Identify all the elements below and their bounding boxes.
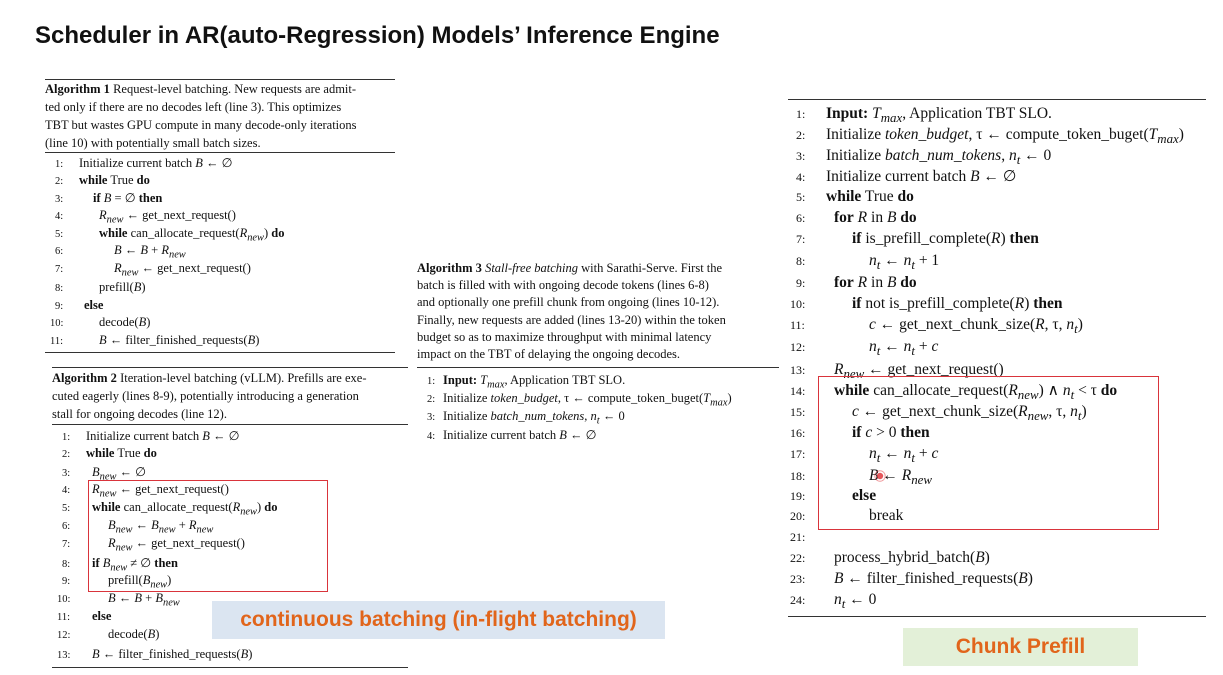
algo3-line: 1:Input: Tmax, Application TBT SLO. — [427, 373, 626, 391]
algo3-caption-line: Finally, new requests are added (lines 1… — [417, 312, 726, 327]
algo3-caption-line: budget so as to maximize throughput with… — [417, 329, 712, 344]
algo3-full-line: 6:for R in B do — [796, 209, 917, 226]
algo3-full-line: 12:nt ← nt + c — [790, 338, 939, 359]
continuous-batching-label: continuous batching (in-flight batching) — [212, 601, 665, 639]
algo1-line: 2:while True do — [55, 173, 150, 187]
algo3-caption: Algorithm 3 Stall-free batching with Sar… — [417, 260, 782, 363]
algo2-line: 1:Initialize current batch B ← ∅ — [62, 429, 240, 443]
algo2-line: 4:Rnew ← get_next_request() — [62, 482, 229, 500]
algo3-mid-rule — [417, 367, 779, 368]
algo3-caption-label: Algorithm 3 — [417, 261, 482, 275]
algo1-line: 9:else — [55, 298, 104, 312]
algo1-caption: Algorithm 1 Request-level batching. New … — [45, 80, 397, 152]
algo1-mid-rule — [45, 152, 395, 153]
algo3-caption-italic: Stall-free batching — [485, 261, 578, 275]
chunk-prefill-label: Chunk Prefill — [903, 628, 1138, 666]
algo2-highlight-box — [88, 480, 328, 592]
algo1-line: 5:while can_allocate_request(Rnew) do — [55, 226, 285, 244]
algo1-line: 7:Rnew ← get_next_request() — [55, 261, 251, 279]
algo3-full-line: 4:Initialize current batch B ← ∅ — [796, 168, 1017, 185]
algo3-caption-line: with Sarathi-Serve. First the — [581, 261, 723, 275]
algo1-line: 4:Rnew ← get_next_request() — [55, 208, 236, 226]
algo1-line: 1:Initialize current batch B ← ∅ — [55, 156, 233, 170]
algo1-line: 8:prefill(B) — [55, 280, 146, 294]
algo3-full-line: 14:while can_allocate_request(Rnew) ∧ nt… — [790, 382, 1118, 403]
algo3-full-line: 2:Initialize token_budget, τ ← compute_t… — [796, 126, 1184, 147]
algo2-caption-line: cuted eagerly (lines 8-9), potentially i… — [52, 389, 359, 403]
algo1-top-rule — [45, 79, 395, 80]
algo2-caption-line: stall for ongoing decodes (line 12). — [52, 407, 227, 421]
algo1-line: 10:decode(B) — [50, 315, 151, 329]
algo3-full-line: 16:if c > 0 then — [790, 424, 930, 441]
algo1-caption-line: TBT but wastes GPU compute in many decod… — [45, 118, 357, 132]
algo3-line: 4:Initialize current batch B ← ∅ — [427, 428, 597, 442]
slide-title: Scheduler in AR(auto-Regression) Models’… — [35, 22, 720, 49]
algo2-top-rule — [52, 367, 408, 368]
algo1-line: 3:if B = ∅ then — [55, 191, 163, 205]
algo2-caption-label: Algorithm 2 — [52, 371, 117, 385]
algo1-line: 6:B ← B + Rnew — [55, 243, 186, 261]
algo3-full-line: 8:nt ← nt + 1 — [796, 252, 940, 273]
algo2-line: 11:else — [57, 609, 112, 623]
algo2-line: 9:prefill(Bnew) — [62, 573, 172, 591]
algo3-full-line: 20:break — [790, 507, 904, 524]
cursor-marker-icon — [874, 470, 886, 482]
algo3-full-bottom-rule — [788, 616, 1206, 617]
algo1-caption-line: ted only if there are no decodes left (l… — [45, 100, 342, 114]
algo2-line: 12:decode(B) — [57, 627, 160, 641]
algo3-full-line: 24:nt ← 0 — [790, 591, 877, 612]
algo3-caption-line: impact on the TBT of delaying the ongoin… — [417, 347, 681, 362]
algo2-bottom-rule — [52, 667, 408, 668]
algo2-line: 8:if Bnew ≠ ∅ then — [62, 556, 178, 574]
algo3-full-line: 15:c ← get_next_chunk_size(Rnew, τ, nt) — [790, 403, 1087, 424]
algo1-line: 11:B ← filter_finished_requests(B) — [50, 333, 260, 347]
algo2-line: 7:Rnew ← get_next_request() — [62, 536, 245, 554]
algo3-full-line: 17:nt ← nt + c — [790, 445, 939, 466]
algo3-full-line: 1:Input: Tmax, Application TBT SLO. — [796, 105, 1052, 126]
algo3-caption-line: batch is filled with with ongoing decode… — [417, 278, 709, 293]
algo3-full-line: 22:process_hybrid_batch(B) — [790, 549, 990, 566]
algo2-mid-rule — [52, 424, 408, 425]
algo2-line: 2:while True do — [62, 446, 157, 460]
algo2-caption: Algorithm 2 Iteration-level batching (vL… — [52, 369, 412, 423]
algo2-line: 10:B ← B + Bnew — [57, 591, 180, 609]
algo2-line: 6:Bnew ← Bnew + Rnew — [62, 518, 214, 536]
algo3-full-line: 21: — [790, 530, 806, 544]
algo3-line: 3:Initialize batch_num_tokens, nt ← 0 — [427, 409, 625, 427]
algo3-highlight-box — [818, 376, 1159, 530]
algo3-caption-line: and optionally one prefill chunk from on… — [417, 295, 720, 310]
algo3-full-line: 5:while True do — [796, 188, 914, 205]
algo3-full-line: 11:c ← get_next_chunk_size(R, τ, nt) — [790, 316, 1083, 337]
algo3-full-line: 10:if not is_prefill_complete(R) then — [790, 295, 1063, 312]
algo3-line: 2:Initialize token_budget, τ ← compute_t… — [427, 391, 732, 409]
algo3-full-line: 23:B ← filter_finished_requests(B) — [790, 570, 1033, 587]
algo2-line: 3:Bnew ← ∅ — [62, 465, 147, 483]
algo3-full-line: 9:for R in B do — [796, 274, 917, 291]
algo1-caption-label: Algorithm 1 — [45, 82, 110, 96]
algo1-caption-line: Request-level batching. New requests are… — [113, 82, 357, 96]
algo2-line: 5:while can_allocate_request(Rnew) do — [62, 500, 278, 518]
algo1-caption-line: (line 10) with potentially small batch s… — [45, 136, 261, 150]
algo3-full-line: 19:else — [790, 487, 877, 504]
algo3-full-line: 18:B ← Rnew — [790, 467, 932, 488]
algo2-caption-line: Iteration-level batching (vLLM). Prefill… — [120, 371, 367, 385]
algo3-full-top-rule — [788, 99, 1206, 100]
algo3-full-line: 7:if is_prefill_complete(R) then — [796, 230, 1039, 247]
algo3-full-line: 13:Rnew ← get_next_request() — [790, 361, 1004, 382]
algo3-full-line: 3:Initialize batch_num_tokens, nt ← 0 — [796, 147, 1052, 168]
algo1-bottom-rule — [45, 352, 395, 353]
algo2-line: 13:B ← filter_finished_requests(B) — [57, 647, 253, 661]
